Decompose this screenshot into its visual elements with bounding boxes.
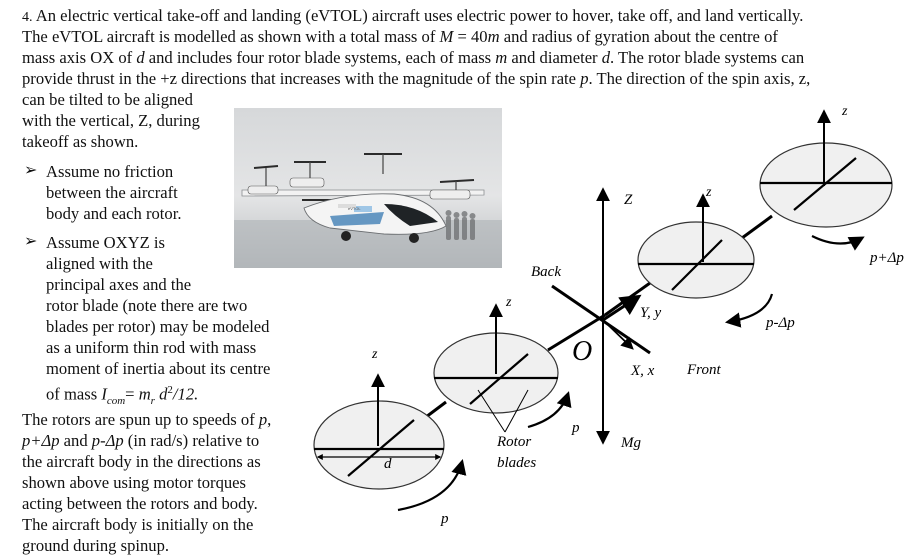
label-p-plus: p+Δp — [869, 250, 904, 266]
tail-line-7: ground during spinup. — [22, 536, 170, 555]
label-Z: Z — [624, 192, 633, 208]
label-Xx: X, x — [630, 363, 655, 379]
bullet-1-line-3: body and each rotor. — [46, 204, 182, 223]
label-back: Back — [531, 264, 561, 280]
label-Yy: Y, y — [640, 305, 661, 321]
bullet-2-line-7: moment of inertia about its centre — [46, 359, 271, 378]
label-p-minus: p-Δp — [765, 315, 795, 331]
label-z-4: z — [841, 104, 848, 119]
tail-line-2: p+Δp and p-Δp (in rad/s) relative to — [22, 431, 260, 450]
label-p-1: p — [440, 511, 449, 527]
bullet-2-line-3: principal axes and the — [46, 275, 192, 294]
rotor-1 — [313, 373, 467, 512]
bullet-arrow-icon: ➢ — [24, 162, 38, 179]
bullet-2-line-2: aligned with the — [46, 254, 153, 273]
problem-line-4: provide thrust in the +z directions that… — [22, 69, 811, 88]
label-rotor: Rotor — [496, 434, 531, 450]
problem-line-2: The eVTOL aircraft is modelled as shown … — [22, 27, 778, 46]
bullet-1-line-2: between the aircraft — [46, 183, 178, 202]
problem-line-5: can be tilted to be aligned — [22, 90, 193, 109]
problem-number: 4. — [22, 10, 33, 25]
tail-line-6: The aircraft body is initially on the — [22, 515, 254, 534]
tail-line-5: acting between the rotors and body. — [22, 494, 258, 513]
label-Mg: Mg — [620, 435, 641, 451]
arm-segment — [741, 214, 773, 240]
label-z-1: z — [371, 347, 378, 362]
bullet-arrow-icon: ➢ — [24, 233, 38, 250]
label-front: Front — [686, 362, 721, 378]
evtol-aircraft-photo: eVTOL — [234, 108, 502, 268]
problem-line-6: with the vertical, Z, during — [22, 111, 200, 130]
tail-line-1: The rotors are spun up to speeds of p, — [22, 410, 272, 429]
arm-segment — [547, 313, 606, 352]
problem-line-7: takeoff as shown. — [22, 132, 139, 151]
body-axes — [551, 187, 651, 445]
label-d: d — [384, 456, 392, 472]
rotor-3 — [637, 193, 774, 328]
label-z-3: z — [705, 185, 712, 200]
inertia-formula: of mass Icom= mr d2/12. — [46, 384, 199, 407]
label-blades: blades — [497, 455, 536, 471]
rotor-4 — [759, 109, 893, 251]
label-origin: O — [572, 336, 592, 367]
problem-line-1: 4. An electric vertical take-off and lan… — [22, 6, 804, 25]
problem-line-3: mass axis OX of d and includes four roto… — [22, 48, 805, 67]
bullet-2-line-4: rotor blade (note there are two — [46, 296, 248, 315]
rotor-2 — [433, 303, 572, 433]
tail-line-4: shown above using motor torques — [22, 473, 246, 492]
bullet-2-line-6: as a uniform thin rod with mass — [46, 338, 257, 357]
label-p-2: p — [571, 420, 580, 436]
bullet-1-line-1: Assume no friction — [46, 162, 174, 181]
bullet-2-line-1: Assume OXYZ is — [46, 233, 165, 252]
bullet-2-line-5: blades per rotor) may be modeled — [46, 317, 270, 336]
label-z-2: z — [505, 295, 512, 310]
photo-badge: eVTOL — [348, 206, 361, 211]
tail-line-3: the aircraft body in the directions as — [22, 452, 261, 471]
